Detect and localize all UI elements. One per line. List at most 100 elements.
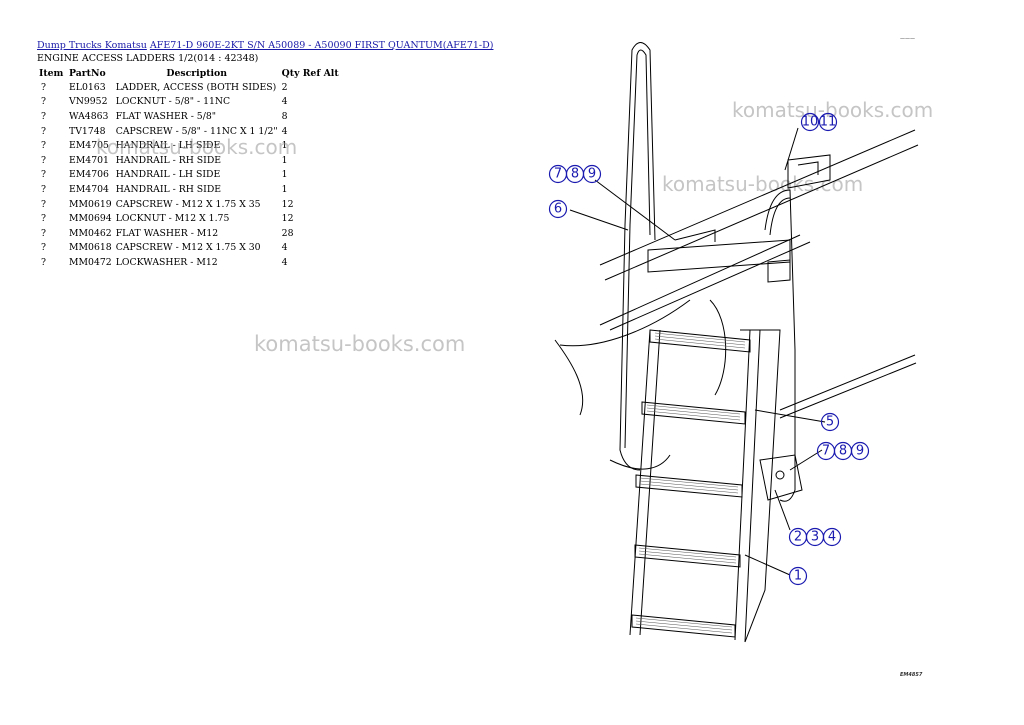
callout-circle xyxy=(800,112,820,132)
cell-partno: EM4701 xyxy=(69,154,109,166)
cell-item: ? xyxy=(41,227,46,239)
cell-description: LADDER, ACCESS (BOTH SIDES) xyxy=(115,81,277,93)
callout-circle xyxy=(582,164,602,184)
header-partno: PartNo xyxy=(69,67,106,79)
cell-description: CAPSCREW - 5/8" - 11NC X 1 1/2" xyxy=(115,125,278,137)
cell-description: HANDRAIL - LH SIDE xyxy=(115,140,221,152)
cell-description: LOCKNUT - M12 X 1.75 xyxy=(115,213,230,225)
callout-label: 9 xyxy=(856,444,864,459)
callout-label: 2 xyxy=(794,530,802,545)
cell-partno: MM0618 xyxy=(69,242,112,254)
callout-label: 1 xyxy=(794,569,802,584)
header-description: Description xyxy=(166,67,227,79)
cell-partno: MM0694 xyxy=(69,213,112,225)
cell-item: ? xyxy=(41,140,46,152)
cell-qty: 1 xyxy=(281,169,288,181)
cell-item: ? xyxy=(41,125,46,137)
cell-qty: 4 xyxy=(281,242,288,254)
callout-label: 7 xyxy=(554,167,562,182)
watermark: komatsu-books.com xyxy=(254,332,466,356)
cell-item: ? xyxy=(41,154,46,166)
cell-qty: 8 xyxy=(281,110,288,122)
cell-description: LOCKWASHER - M12 xyxy=(115,256,218,268)
callout-label: 8 xyxy=(839,444,847,459)
cell-description: FLAT WASHER - 5/8" xyxy=(115,110,217,122)
breadcrumb: Dump Trucks Komatsu AFE71-D 960E-2KT S/N… xyxy=(37,40,493,51)
cell-description: HANDRAIL - LH SIDE xyxy=(115,169,221,181)
table-row: ? EM4701 HANDRAIL - RH SIDE 1 xyxy=(37,153,341,168)
cell-partno: WA4863 xyxy=(69,110,109,122)
cell-qty: 4 xyxy=(281,256,288,268)
cell-partno: EM4705 xyxy=(69,140,109,152)
cell-partno: MM0462 xyxy=(69,227,112,239)
cell-description: HANDRAIL - RH SIDE xyxy=(115,154,222,166)
callout-circle xyxy=(548,199,568,219)
cell-partno: EM4704 xyxy=(69,183,109,195)
cell-partno: EM4706 xyxy=(69,169,109,181)
drawing-code-bottom: EM4857 xyxy=(900,672,923,678)
cell-qty: 12 xyxy=(281,213,294,225)
callout-label: 10 xyxy=(802,115,819,130)
callout-circle xyxy=(788,566,808,586)
callout-circle xyxy=(822,527,842,547)
callout-circle xyxy=(850,441,870,461)
cell-qty: 12 xyxy=(281,198,294,210)
cell-qty: 4 xyxy=(281,125,288,137)
breadcrumb-link-dump-trucks[interactable]: Dump Trucks Komatsu xyxy=(37,40,147,51)
table-row: ? EM4704 HANDRAIL - RH SIDE 1 xyxy=(37,182,341,197)
callout-label: 9 xyxy=(588,167,596,182)
callout-label: 7 xyxy=(822,444,830,459)
cell-item: ? xyxy=(41,242,46,254)
cell-item: ? xyxy=(41,198,46,210)
cell-item: ? xyxy=(41,183,46,195)
cell-qty: 28 xyxy=(281,227,294,239)
callout-label: 3 xyxy=(811,530,819,545)
callout-label: 8 xyxy=(571,167,579,182)
cell-description: FLAT WASHER - M12 xyxy=(115,227,219,239)
parts-table: Item PartNo Description Qty Ref Alt ? EL0… xyxy=(37,66,341,270)
header-qty-ref-alt: Qty Ref Alt xyxy=(281,67,339,79)
cell-item: ? xyxy=(41,213,46,225)
cell-qty: 1 xyxy=(281,154,288,166)
cell-partno: TV1748 xyxy=(69,125,106,137)
cell-partno: VN9952 xyxy=(69,96,108,108)
cell-item: ? xyxy=(41,81,46,93)
callout-label: 11 xyxy=(820,115,837,130)
table-row: ? EM4706 HANDRAIL - LH SIDE 1 xyxy=(37,168,341,183)
cell-item: ? xyxy=(41,169,46,181)
table-header-row: Item PartNo Description Qty Ref Alt xyxy=(37,66,341,80)
cell-description: LOCKNUT - 5/8" - 11NC xyxy=(115,96,231,108)
cell-partno: EL0163 xyxy=(69,81,106,93)
cell-description: HANDRAIL - RH SIDE xyxy=(115,183,222,195)
cell-qty: 4 xyxy=(281,96,288,108)
drawing-code-top: ——— xyxy=(900,36,915,42)
callout-circle xyxy=(820,412,840,432)
callout-label: 6 xyxy=(554,202,562,217)
cell-item: ? xyxy=(41,256,46,268)
page-subtitle: ENGINE ACCESS LADDERS 1/2(014 : 42348) xyxy=(37,53,259,64)
table-row: ? EL0163 LADDER, ACCESS (BOTH SIDES) 2 xyxy=(37,80,341,95)
cell-partno: MM0619 xyxy=(69,198,112,210)
cell-partno: MM0472 xyxy=(69,256,112,268)
header-item: Item xyxy=(39,67,64,79)
callout-label: 4 xyxy=(828,530,836,545)
breadcrumb-link-model[interactable]: AFE71-D 960E-2KT S/N A50089 - A50090 FIR… xyxy=(149,40,494,51)
cell-description: CAPSCREW - M12 X 1.75 X 35 xyxy=(115,198,261,210)
cell-description: CAPSCREW - M12 X 1.75 X 30 xyxy=(115,242,261,254)
cell-item: ? xyxy=(41,96,46,108)
callout-label: 5 xyxy=(826,415,834,430)
table-row: ? TV1748 CAPSCREW - 5/8" - 11NC X 1 1/2"4 xyxy=(37,124,341,139)
cell-qty: 1 xyxy=(281,183,288,195)
callout-circle xyxy=(818,112,838,132)
parts-table-body: ? EL0163 LADDER, ACCESS (BOTH SIDES) 2? VN99… xyxy=(37,80,341,270)
cell-qty: 2 xyxy=(281,81,288,93)
